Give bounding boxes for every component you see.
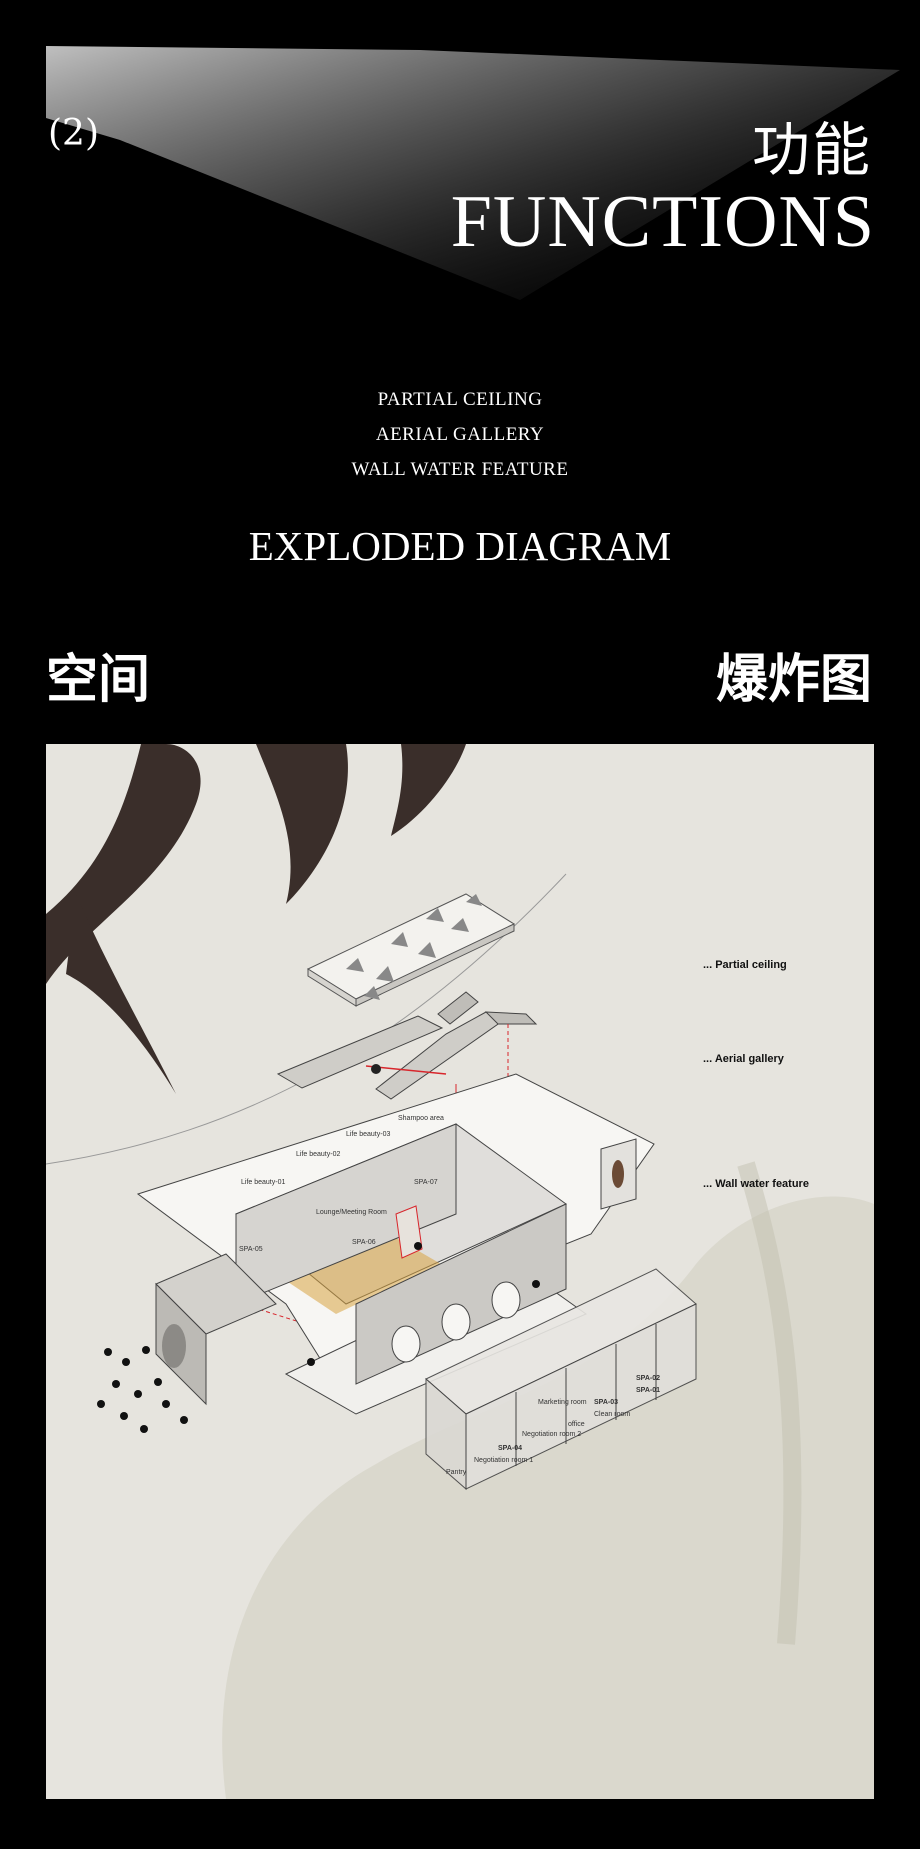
room-label-spa-06: SPA-06 xyxy=(352,1239,376,1246)
room-label-negotiation-1: Negotiation room 1 xyxy=(474,1457,533,1464)
section-number: (2) xyxy=(48,113,99,154)
wall-water-feature xyxy=(600,1138,637,1210)
callout-partial-ceiling: ... Partial ceiling xyxy=(703,959,787,971)
plant-silhouette xyxy=(222,1196,874,1799)
room-label-spa-01: SPA-01 xyxy=(636,1387,660,1394)
feature-item: WALL WATER FEATURE xyxy=(351,459,569,480)
diagram-title: EXPLODED DIAGRAM xyxy=(248,523,672,569)
room-label-spa-07: SPA-07 xyxy=(414,1179,438,1186)
room-label-marketing-room: Marketing room xyxy=(538,1399,587,1406)
room-label-negotiation-2: Negotiation room 2 xyxy=(522,1431,581,1438)
feature-item: PARTIAL CEILING xyxy=(377,389,543,410)
subtitle-exploded: 爆炸图 xyxy=(715,650,872,710)
page-title-chinese: 功能 xyxy=(751,116,872,184)
brush-stroke-center xyxy=(256,744,348,904)
page-title-english: FUNCTIONS xyxy=(450,181,875,263)
callout-wall-water-feature: ... Wall water feature xyxy=(703,1178,809,1190)
room-label-office: office xyxy=(568,1421,585,1428)
brush-stroke-left xyxy=(46,744,201,984)
room-label-spa-02: SPA-02 xyxy=(636,1375,660,1382)
room-label-spa-04: SPA-04 xyxy=(498,1445,522,1452)
room-label-spa-05: SPA-05 xyxy=(239,1246,263,1253)
main-floor-layer xyxy=(136,1073,655,1415)
brush-stroke-sweep xyxy=(66,894,176,1094)
light-beam xyxy=(46,46,900,300)
room-label-life-beauty-01: Life beauty-01 xyxy=(241,1179,285,1186)
callout-aerial-gallery: ... Aerial gallery xyxy=(703,1053,784,1065)
room-label-pantry: Pantry xyxy=(446,1469,467,1476)
office-module-layer xyxy=(425,1268,697,1491)
exploded-diagram-illustration: SPA-05 Lounge/Meeting Room SPA-06 SPA-07… xyxy=(46,744,874,1799)
exploded-diagram-panel: SPA-05 Lounge/Meeting Room SPA-06 SPA-07… xyxy=(46,744,874,1799)
feature-list: PARTIAL CEILING AERIAL GALLERY WALL WATE… xyxy=(0,382,920,487)
feature-item: AERIAL GALLERY xyxy=(375,424,545,445)
partial-ceiling-layer xyxy=(306,893,516,1007)
room-label-shampoo-area: Shampoo area xyxy=(398,1115,444,1122)
subtitle-space: 空间 xyxy=(46,650,151,710)
entrance-gate xyxy=(155,1253,277,1406)
room-label-clean-room: Clean room xyxy=(594,1411,630,1418)
room-label-lounge: Lounge/Meeting Room xyxy=(316,1209,387,1216)
room-label-spa-03: SPA-03 xyxy=(594,1399,618,1406)
aerial-gallery-layer xyxy=(276,991,538,1100)
room-label-life-beauty-03: Life beauty-03 xyxy=(346,1131,390,1138)
room-label-life-beauty-02: Life beauty-02 xyxy=(296,1151,340,1158)
panda-group xyxy=(97,1242,540,1433)
brush-stroke-top xyxy=(391,744,466,836)
